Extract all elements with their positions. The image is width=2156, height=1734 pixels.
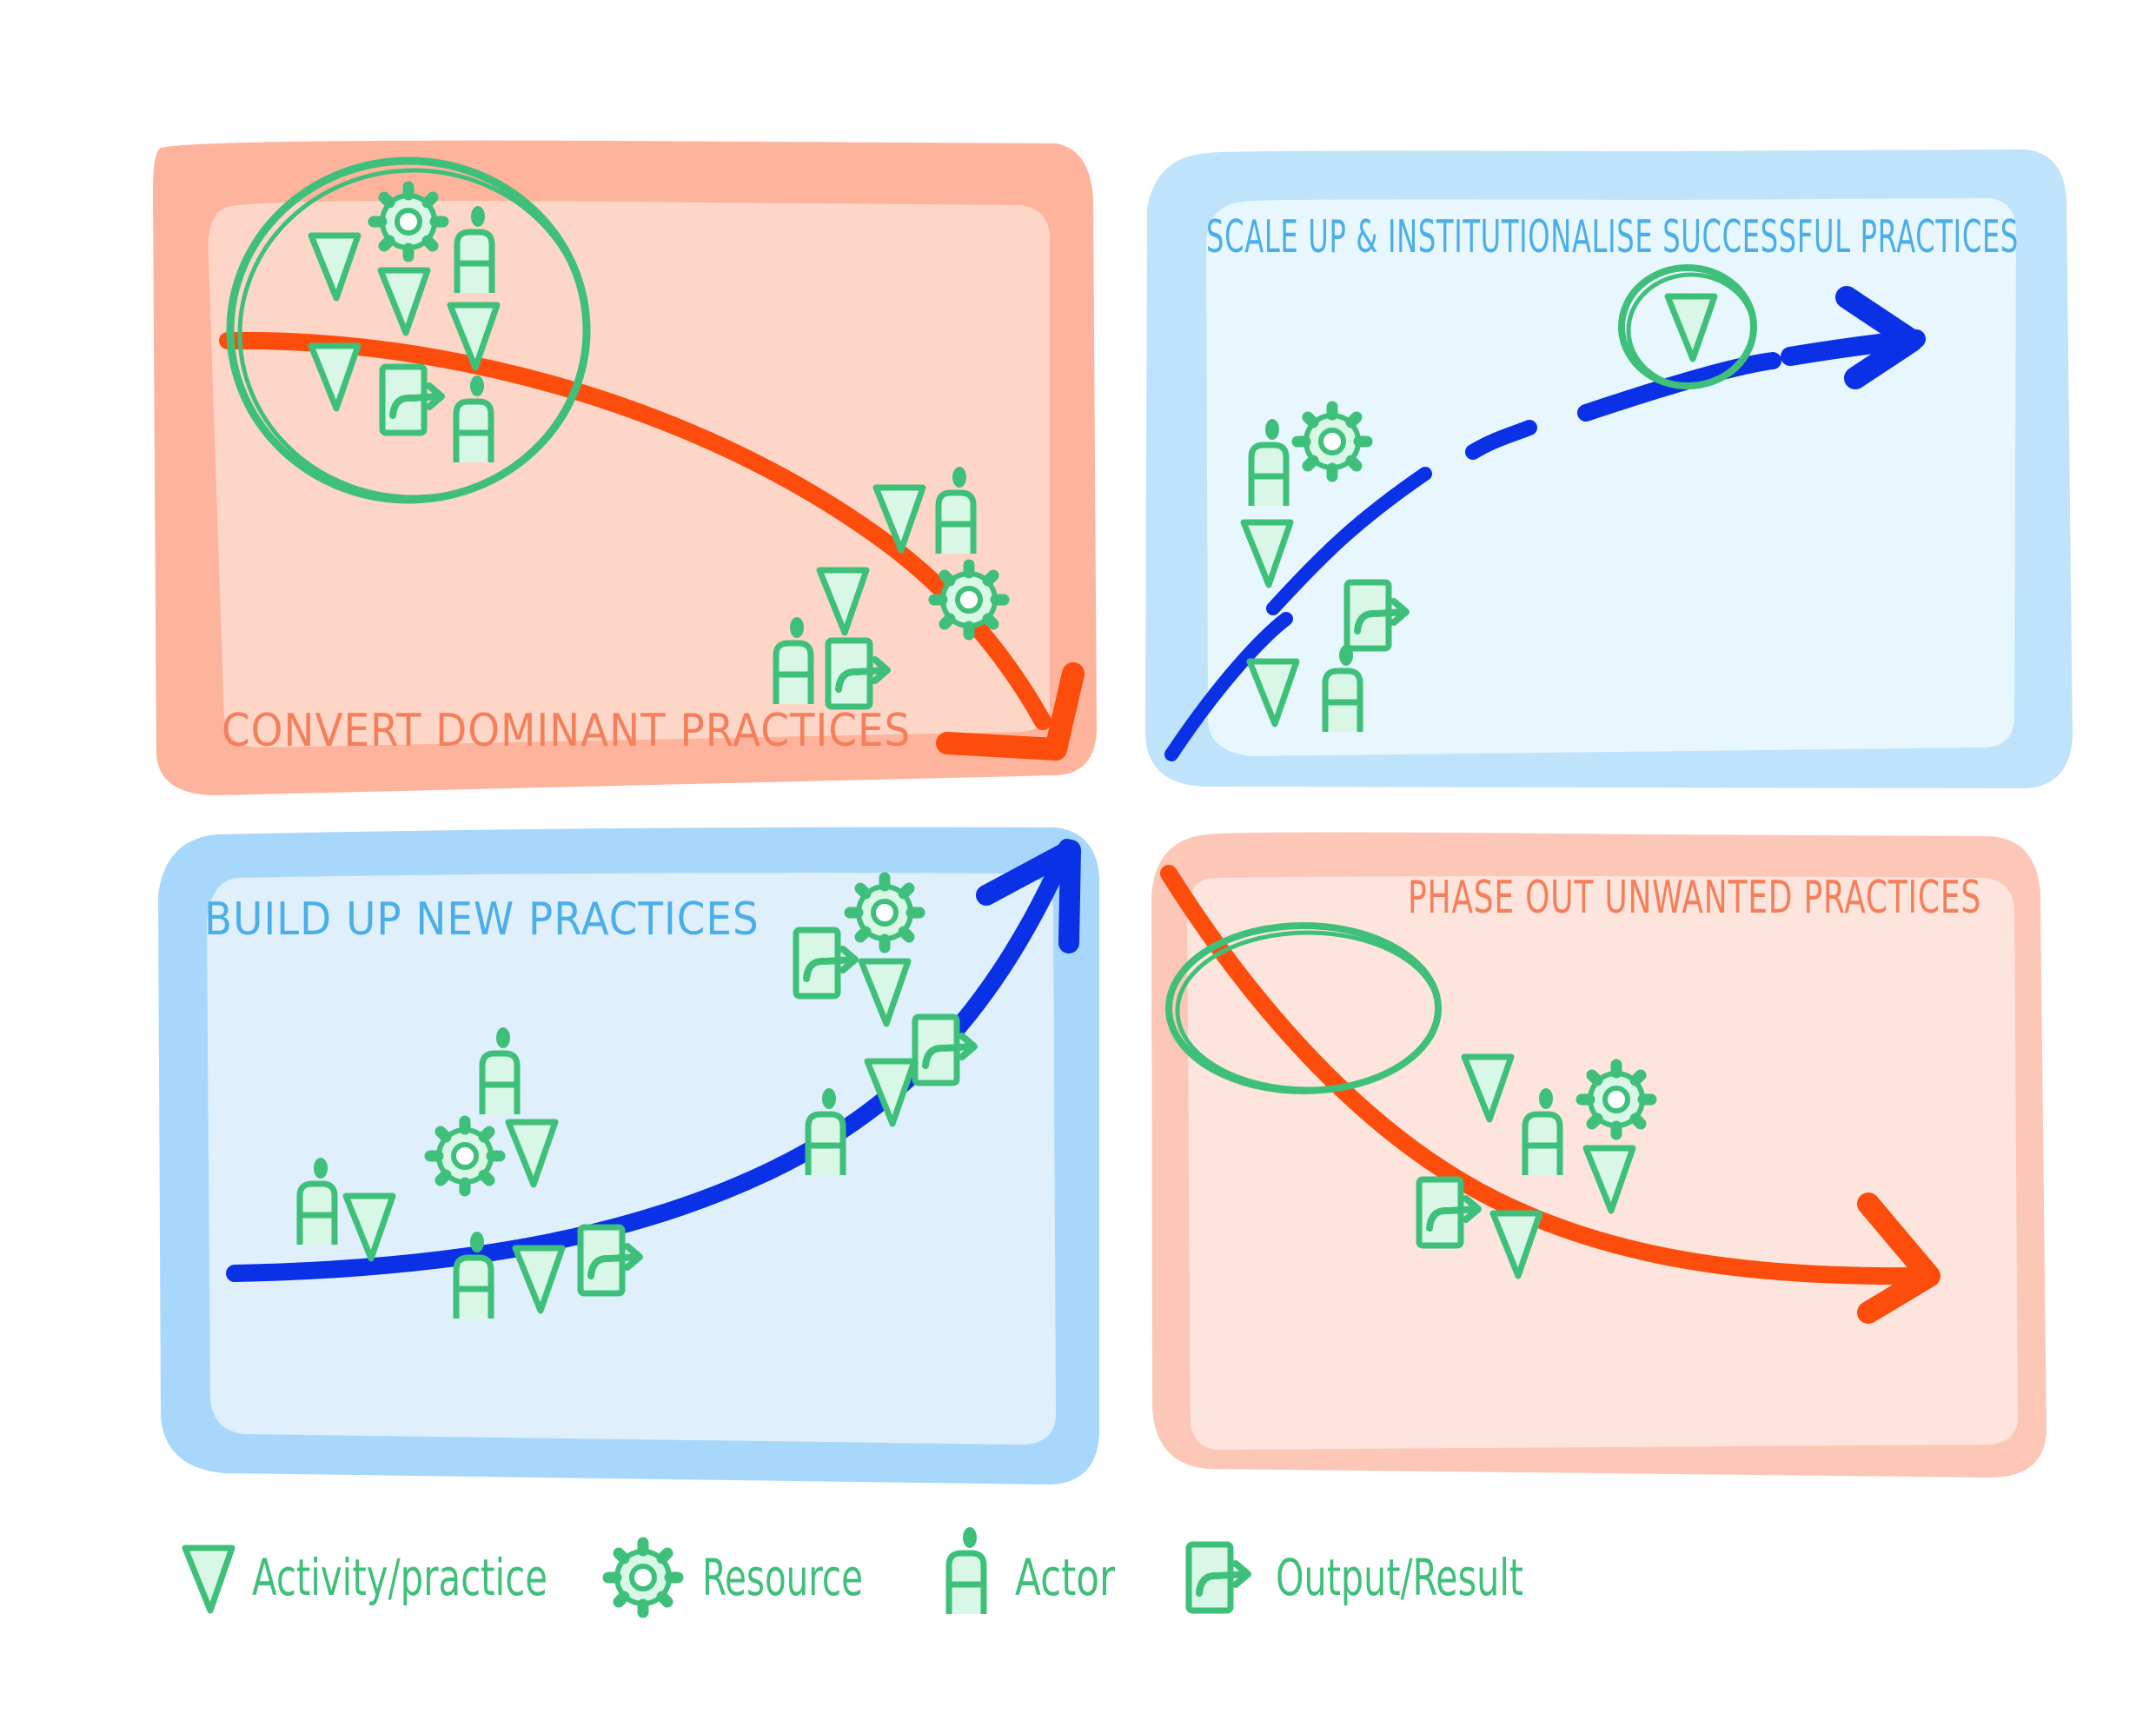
arrow-scale-blue [1164, 286, 1926, 761]
gear-icon [1297, 407, 1367, 476]
gear-icon [608, 1543, 678, 1612]
panel-title-phase: PHASE OUT UNWANTED PRACTICES [1408, 872, 1981, 924]
arrow-convert-orange [219, 331, 1085, 761]
highlight-circle-convert [226, 156, 591, 504]
gear-icon [374, 187, 443, 256]
legend-label-resource: Resource [702, 1548, 863, 1607]
gear-icon [850, 878, 919, 947]
arrow-phase-orange [1160, 865, 1940, 1324]
highlight-circle-phase [1165, 922, 1442, 1094]
output-icon [1189, 1545, 1248, 1611]
gear-icon [934, 565, 1004, 634]
person-icon [949, 1527, 984, 1614]
legend-item-output: Output/Result [1189, 1545, 1523, 1611]
panel-build [158, 827, 1099, 1485]
legend-item-activity: Activity/practice [185, 1548, 547, 1611]
panel-title-build: BUILD UP NEW PRACTICES [204, 894, 760, 946]
gear-icon [430, 1121, 500, 1191]
gear-icon [1582, 1065, 1651, 1134]
legend-item-actor: Actor [949, 1527, 1115, 1614]
panel-convert [153, 140, 1097, 795]
highlight-circle-scale [1618, 264, 1757, 389]
legend: Activity/practice Resource Actor Output/… [185, 1527, 1523, 1614]
triangle-icon [185, 1548, 232, 1611]
legend-label-output: Output/Result [1276, 1548, 1523, 1607]
arrow-build-blue [226, 839, 1081, 1282]
legend-item-resource: Resource [608, 1543, 863, 1612]
panel-title-convert: CONVERT DOMINANT PRACTICES [222, 705, 911, 757]
panel-title-scale: SCALE UP & INSTITUTIONALISE SUCCESSFUL P… [1206, 211, 2019, 263]
legend-label-activity: Activity/practice [252, 1548, 547, 1607]
legend-label-actor: Actor [1015, 1548, 1115, 1607]
